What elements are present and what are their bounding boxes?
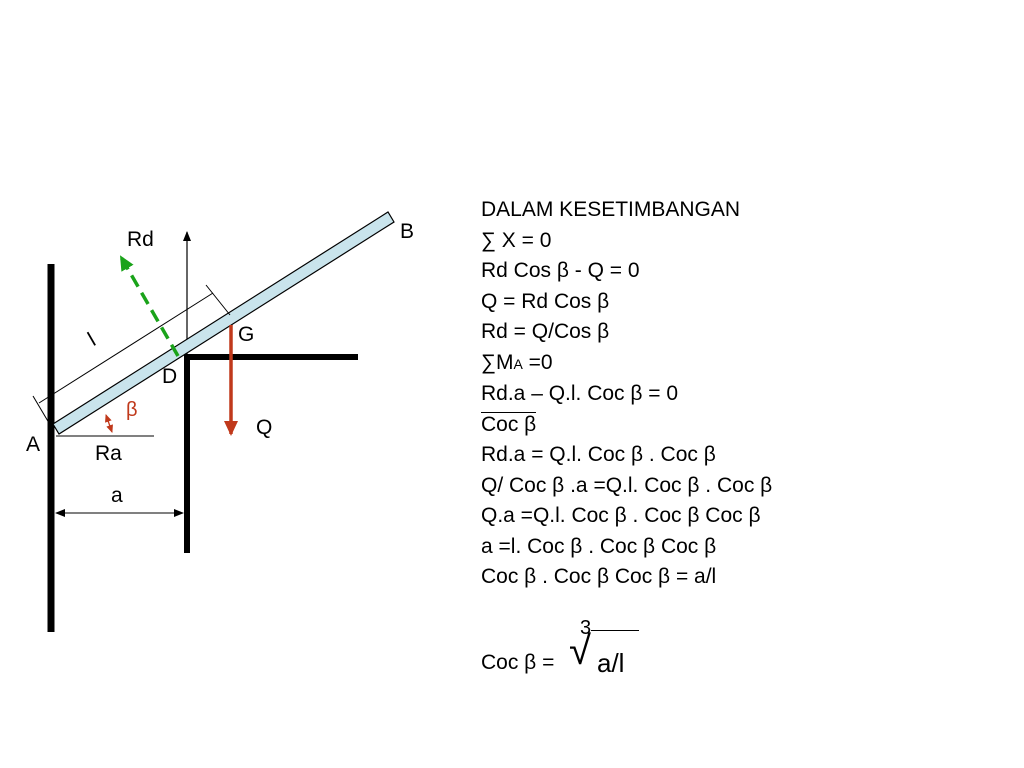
fraction-denominator-line: Coc β — [481, 410, 772, 441]
root-sign: √ — [569, 629, 591, 673]
root-radicand: a/l — [597, 648, 625, 678]
root-prefix: Coc β = — [481, 651, 555, 674]
equation-line: Q/ Coc β .a =Q.l. Coc β . Coc β — [481, 473, 773, 497]
root-index: 3 — [580, 617, 592, 639]
equation-line: a =l. Coc β . Coc β Coc β — [481, 534, 717, 558]
label-beta: β — [126, 399, 138, 421]
label-A: A — [26, 433, 40, 456]
force-Rd-arrow — [119, 255, 180, 357]
root-vinculum — [591, 630, 639, 631]
moment-equation: ∑MA =0 — [481, 348, 772, 380]
right-support — [184, 354, 358, 553]
label-D: D — [162, 365, 177, 388]
label-l: l — [84, 329, 100, 351]
length-dimension-tick-start — [32, 395, 53, 429]
equation-line: Q.a =Q.l. Coc β . Coc β Coc β — [481, 504, 761, 527]
equation-line: ∑ X = 0 — [481, 228, 552, 252]
equation-list: DALAM KESETIMBANGAN ∑ X = 0 Rd Cos β - Q… — [481, 195, 772, 593]
moment-prefix: ∑M — [481, 350, 514, 374]
length-dimension-line — [38, 292, 214, 404]
label-Ra: Ra — [95, 442, 122, 465]
equation-heading: DALAM KESETIMBANGAN — [481, 198, 741, 221]
equation-line: Rd Cos β - Q = 0 — [481, 259, 640, 282]
beam — [52, 211, 395, 435]
fraction-numerator-line: Rd.a – Q.l. Coc β = 0 — [481, 379, 772, 410]
fraction-denominator: Coc β — [481, 411, 537, 436]
label-G: G — [238, 323, 254, 346]
equation-line: Rd = Q/Cos β — [481, 320, 610, 343]
equation-line: Q = Rd Cos β — [481, 289, 610, 313]
cube-root-result: 3 Coc β = √ a/l — [481, 617, 681, 687]
fraction-numerator: Rd.a — [481, 382, 526, 405]
angle-beta-arrow — [105, 414, 113, 433]
equation-line: Coc β . Coc β Coc β = a/l — [481, 565, 717, 588]
moment-subscript: A — [513, 355, 523, 372]
label-Rd: Rd — [127, 228, 154, 251]
label-a: a — [111, 484, 123, 507]
label-B: B — [400, 220, 414, 243]
fraction-rest: – Q.l. Coc β = 0 — [525, 382, 679, 405]
moment-suffix: =0 — [522, 350, 553, 374]
length-dimension-tick-end — [205, 284, 231, 316]
equation-line: Rd.a = Q.l. Coc β . Coc β — [481, 443, 716, 466]
label-Q: Q — [256, 416, 272, 439]
